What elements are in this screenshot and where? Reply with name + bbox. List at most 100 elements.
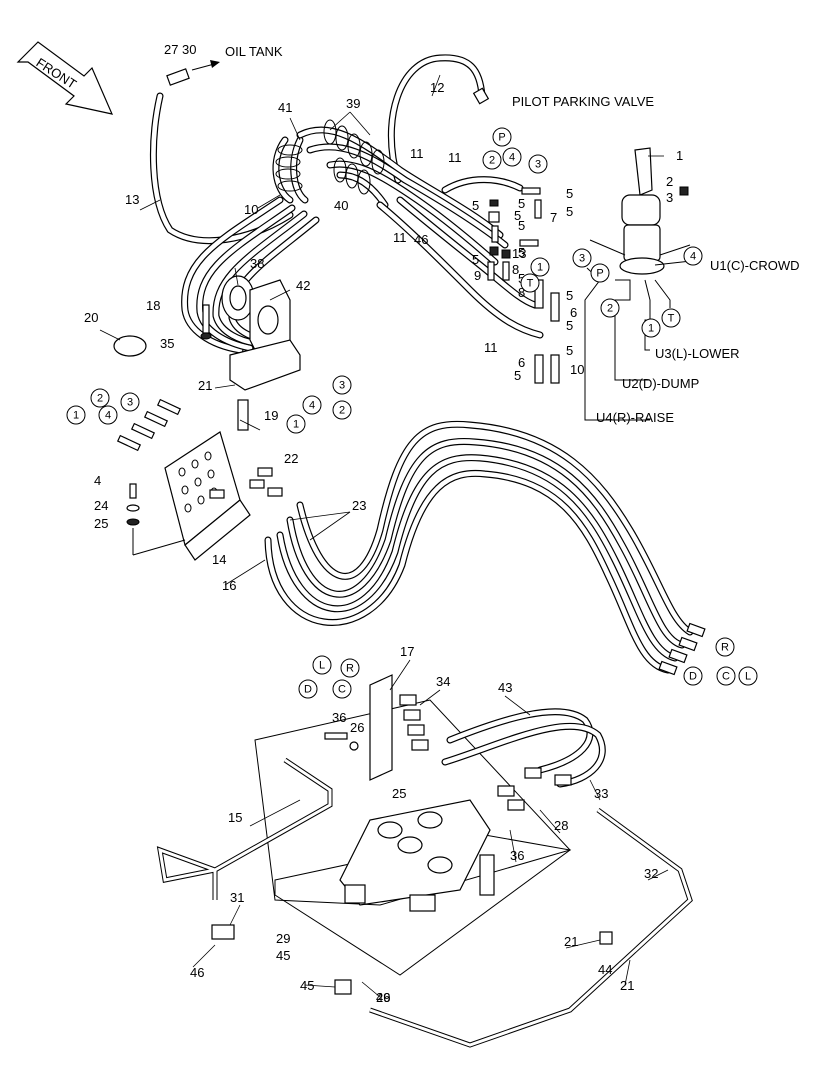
svg-text:3: 3 <box>579 253 585 265</box>
leader-line <box>229 904 241 926</box>
svg-text:C: C <box>722 671 730 683</box>
part-number-9: 9 <box>474 268 481 283</box>
leader-line <box>309 511 351 541</box>
part-number-5: 5 <box>518 196 525 211</box>
circled-label-2: 2 <box>332 400 352 420</box>
svg-text:D: D <box>689 671 697 683</box>
svg-text:3: 3 <box>339 380 345 392</box>
part-number-4: 4 <box>94 473 101 488</box>
part-number-36: 36 <box>510 848 524 863</box>
leader-line <box>192 944 216 968</box>
leader-line <box>269 289 291 301</box>
hoses-11 <box>376 176 544 339</box>
svg-text:3: 3 <box>127 397 133 409</box>
pilot-parking-valve-label: PILOT PARKING VALVE <box>512 94 654 109</box>
part-number-5: 5 <box>514 208 521 223</box>
tube-31 <box>334 807 693 1048</box>
leader-line <box>539 809 561 834</box>
circled-label-r: R <box>715 637 735 657</box>
part-number-11: 11 <box>393 230 407 245</box>
pilot-valve-fittings <box>487 187 560 384</box>
leader-line <box>304 984 336 988</box>
leader-lines <box>99 74 669 998</box>
leader-line <box>565 939 601 949</box>
part-number-33: 33 <box>594 786 608 801</box>
circled-label-4: 4 <box>683 246 703 266</box>
leader-line <box>99 329 121 341</box>
part-number-36: 36 <box>332 710 346 725</box>
circled-label-3: 3 <box>120 392 140 412</box>
part-number-18: 18 <box>146 298 160 313</box>
svg-text:L: L <box>319 660 325 672</box>
circled-label-2: 2 <box>482 150 502 170</box>
part-number-21: 21 <box>198 378 212 393</box>
part-number-11: 11 <box>448 150 462 165</box>
circled-label-3: 3 <box>528 154 548 174</box>
part-number-42: 42 <box>296 278 310 293</box>
svg-text:1: 1 <box>648 323 654 335</box>
leader-line <box>389 659 411 691</box>
circled-label-4: 4 <box>98 405 118 425</box>
part-number-5: 5 <box>566 204 573 219</box>
part-number-5: 5 <box>518 218 525 233</box>
part-number-5: 5 <box>518 271 525 286</box>
svg-text:T: T <box>668 313 675 325</box>
svg-text:4: 4 <box>509 152 515 164</box>
circled-label-3: 3 <box>332 375 352 395</box>
part-number-14: 14 <box>212 552 226 567</box>
part-number-24: 24 <box>94 498 108 513</box>
part-number-13: 13 <box>125 192 139 207</box>
part-number-35: 35 <box>160 336 174 351</box>
part-number-19: 19 <box>264 408 278 423</box>
part-number-21: 21 <box>620 978 634 993</box>
part-number-21: 21 <box>564 934 578 949</box>
part-number-5: 5 <box>472 198 479 213</box>
circled-label-1: 1 <box>530 257 550 277</box>
part-number-31: 31 <box>230 890 244 905</box>
circled-label-1: 1 <box>286 414 306 434</box>
svg-text:P: P <box>596 268 603 280</box>
leader-line <box>431 74 441 97</box>
part-number-46: 46 <box>190 965 204 980</box>
leader-line <box>239 419 261 431</box>
circled-label-p: P <box>590 263 610 283</box>
main-control-valve <box>254 699 572 976</box>
part-number-15: 15 <box>228 810 242 825</box>
part-number-40: 40 <box>334 198 348 213</box>
part-number-5: 5 <box>0 0 7 3</box>
svg-text:4: 4 <box>105 410 111 422</box>
part-number-22: 22 <box>284 451 298 466</box>
svg-text:4: 4 <box>309 400 315 412</box>
svg-text:1: 1 <box>293 419 299 431</box>
part-number-44: 44 <box>598 962 612 977</box>
part-number-25: 25 <box>392 786 406 801</box>
part-number-13: 13 <box>512 246 526 261</box>
part-number-26: 26 <box>350 720 364 735</box>
part-number-34: 34 <box>436 674 450 689</box>
part-number-32: 32 <box>644 866 658 881</box>
part-number-11: 11 <box>410 146 424 161</box>
part-number-28: 28 <box>554 818 568 833</box>
part-number-5: 5 <box>566 343 573 358</box>
part-number-38: 38 <box>250 256 264 271</box>
circled-label-d: D <box>298 679 318 699</box>
circled-label-3: 3 <box>572 248 592 268</box>
front-arrow: FRONT <box>16 41 114 115</box>
part-number-23: 23 <box>352 498 366 513</box>
part-number-5: 5 <box>518 245 525 260</box>
part-number-39: 39 <box>346 96 360 111</box>
part-number-10: 10 <box>244 202 258 217</box>
circled-label-2: 2 <box>600 298 620 318</box>
bulkhead-plate <box>116 398 283 561</box>
svg-text:2: 2 <box>339 405 345 417</box>
part-number-46: 46 <box>376 990 390 1005</box>
part-number-25: 25 <box>94 516 108 531</box>
part-number-5: 5 <box>566 186 573 201</box>
circled-label-2: 2 <box>90 388 110 408</box>
circled-label-c: C <box>716 666 736 686</box>
oil-tank-label: OIL TANK <box>225 44 283 59</box>
leader-line <box>589 779 601 801</box>
